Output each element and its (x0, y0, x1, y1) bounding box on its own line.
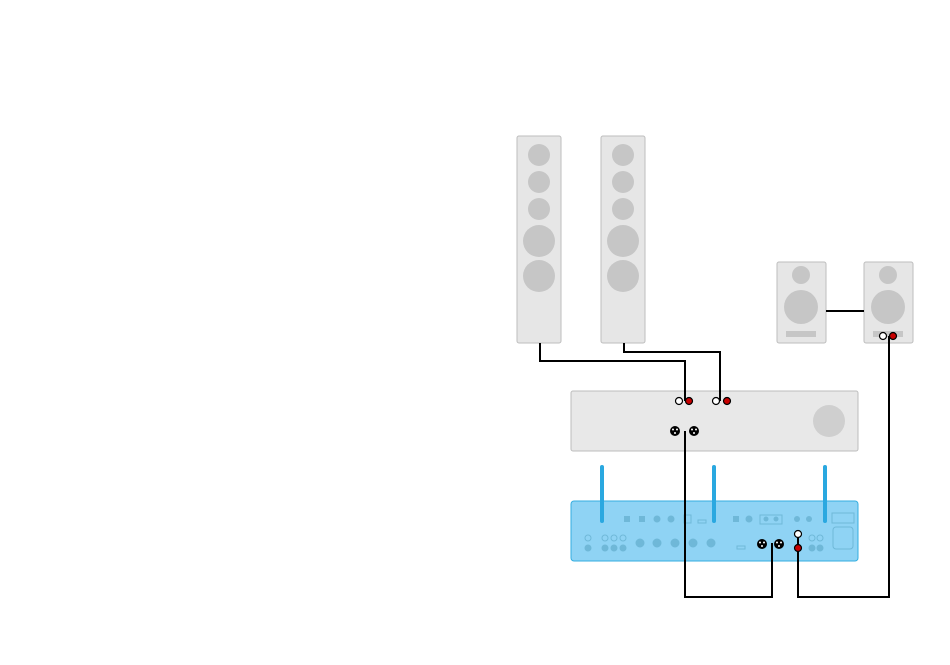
xlr-port (757, 539, 767, 549)
tweeter-driver (879, 266, 897, 284)
woofer-driver (871, 290, 905, 324)
tweeter-driver (612, 144, 634, 166)
xlr-port (689, 426, 699, 436)
bookshelf-speaker-active (864, 262, 913, 343)
woofer-driver (523, 260, 555, 292)
terminal-red (686, 398, 693, 405)
bookshelf-speaker-passive (777, 262, 826, 343)
woofer-driver (523, 225, 555, 257)
woofer-driver (607, 225, 639, 257)
woofer-driver (607, 260, 639, 292)
rca-white (795, 531, 802, 538)
rca-white (880, 333, 887, 340)
streaming-hub (571, 467, 858, 561)
tweeter-driver (792, 266, 810, 284)
xlr-port (670, 426, 680, 436)
terminal-white (713, 398, 720, 405)
port-slot (786, 331, 816, 337)
midrange-driver (612, 198, 634, 220)
midrange-driver (528, 171, 550, 193)
tweeter-driver (528, 144, 550, 166)
woofer-driver (784, 290, 818, 324)
terminal-red (724, 398, 731, 405)
rca-red (795, 545, 802, 552)
floor-speaker-left (517, 136, 561, 343)
terminal-white (676, 398, 683, 405)
volume-knob (813, 405, 845, 437)
midrange-driver (612, 171, 634, 193)
xlr-port (774, 539, 784, 549)
floor-speaker-right (601, 136, 645, 343)
midrange-driver (528, 198, 550, 220)
rca-red (890, 333, 897, 340)
